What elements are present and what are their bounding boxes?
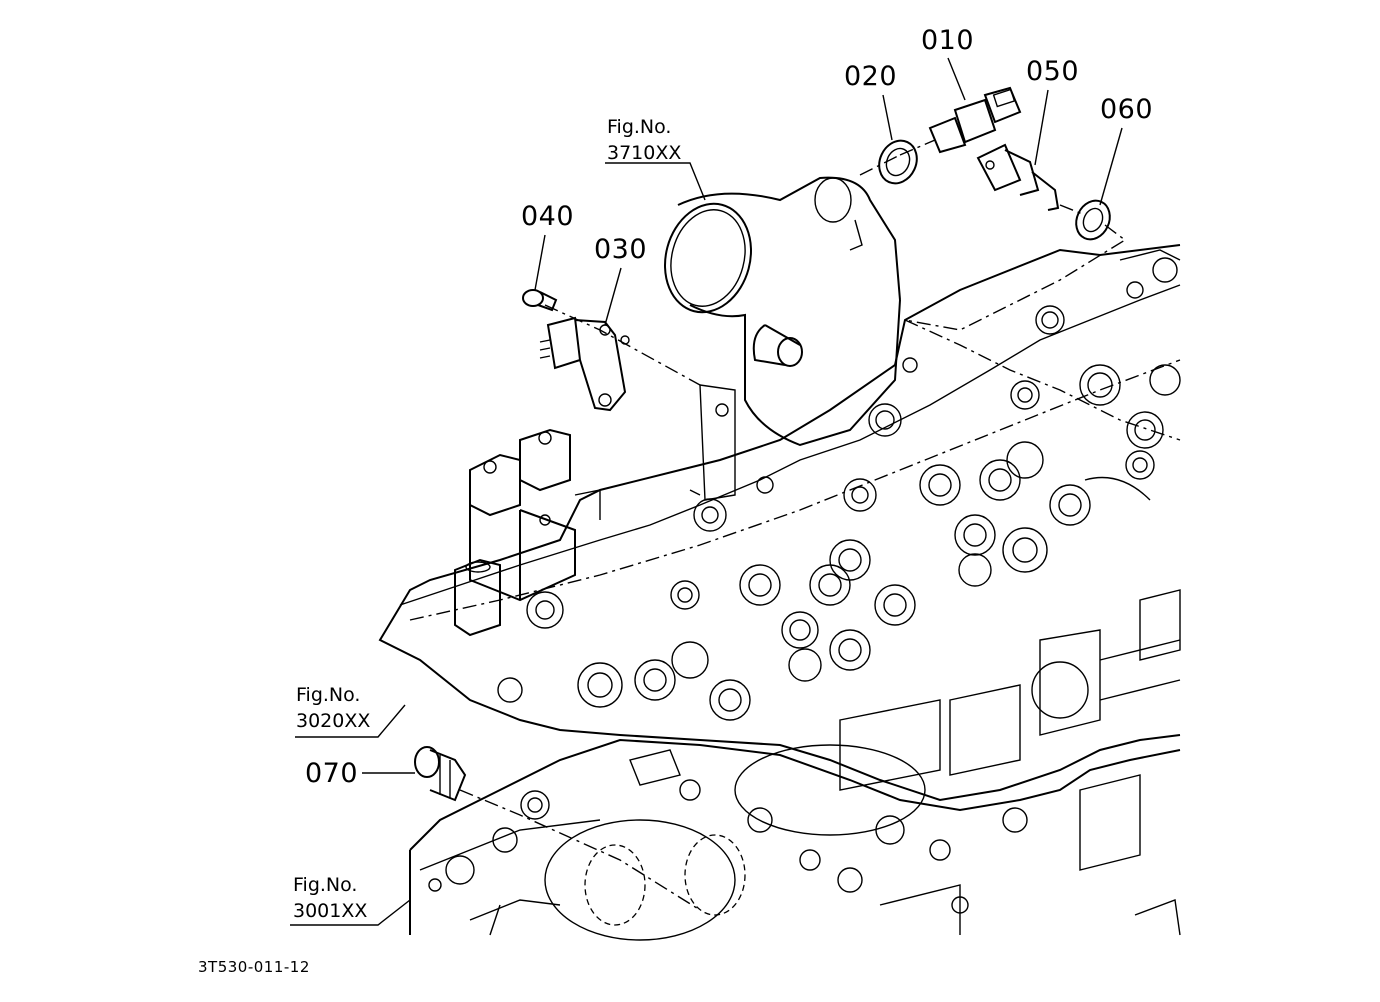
part-070-switch bbox=[414, 746, 467, 802]
figure-ref-3710[interactable]: Fig.No. 3710XX bbox=[607, 114, 681, 166]
part-040-bolt bbox=[522, 289, 558, 312]
figure-ref-3001-number: 3001XX bbox=[293, 900, 368, 922]
leader-lines bbox=[290, 57, 1127, 926]
cylinder-head-drawing bbox=[378, 244, 1181, 802]
cylinder-block-drawing bbox=[409, 738, 1181, 941]
figure-ref-3710-number: 3710XX bbox=[607, 142, 682, 164]
part-label-040: 040 bbox=[521, 201, 575, 232]
part-label-050: 050 bbox=[1026, 56, 1080, 87]
figure-ref-3710-title: Fig.No. bbox=[607, 116, 672, 138]
thermostat-housing-drawing bbox=[664, 176, 901, 501]
part-label-030: 030 bbox=[594, 234, 648, 265]
drawing-code: 3T530-011-12 bbox=[198, 958, 310, 976]
figure-ref-3020[interactable]: Fig.No. 3020XX bbox=[296, 682, 370, 734]
part-label-020: 020 bbox=[844, 61, 898, 92]
mounting-bracket-drawing bbox=[454, 428, 601, 637]
figure-ref-3001-title: Fig.No. bbox=[293, 874, 358, 896]
part-label-070: 070 bbox=[305, 758, 359, 789]
part-010-sensor bbox=[928, 86, 1022, 154]
figure-ref-3001[interactable]: Fig.No. 3001XX bbox=[293, 872, 367, 924]
part-label-010: 010 bbox=[921, 25, 975, 56]
part-020-gasket bbox=[878, 139, 918, 185]
figure-ref-3020-number: 3020XX bbox=[296, 710, 371, 732]
part-030-sensor bbox=[539, 316, 630, 412]
figure-ref-3020-title: Fig.No. bbox=[296, 684, 361, 706]
part-050-sensor bbox=[976, 143, 1060, 211]
part-060-gasket bbox=[1075, 199, 1111, 241]
part-label-060: 060 bbox=[1100, 94, 1154, 125]
